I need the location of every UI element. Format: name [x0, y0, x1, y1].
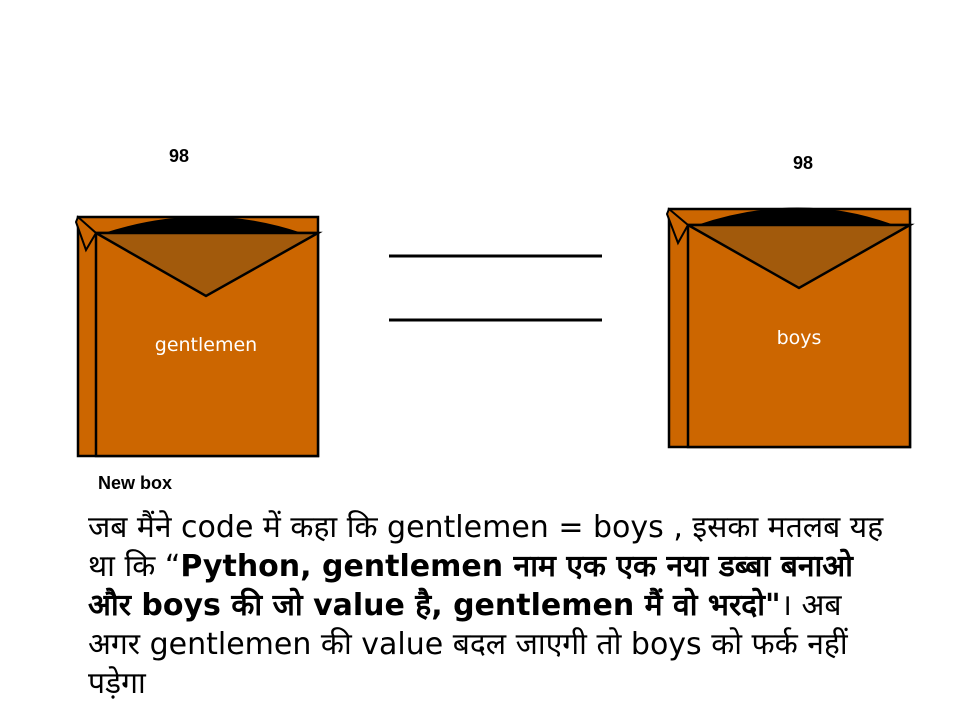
explanation-part3: । अब अगर gentlemen की value बदल जाएगी तो… [88, 588, 848, 701]
left-box: gentlemen [74, 215, 323, 458]
explanation-text: जब मैंने code में कहा कि gentlemen = boy… [88, 508, 888, 703]
equals-sign [389, 254, 602, 322]
right-box-name: boys [777, 327, 822, 349]
right-box-value: 98 [793, 153, 814, 173]
left-box-value: 98 [169, 146, 190, 166]
right-box: boys [665, 207, 915, 449]
new-box-caption: New box [98, 473, 173, 493]
left-box-name: gentlemen [155, 334, 257, 356]
explanation-bold: Python, gentlemen नाम एक एक नया डब्बा बन… [88, 549, 853, 623]
explanation-part1: जब मैंने code में कहा कि gentlemen = boy… [88, 510, 884, 584]
